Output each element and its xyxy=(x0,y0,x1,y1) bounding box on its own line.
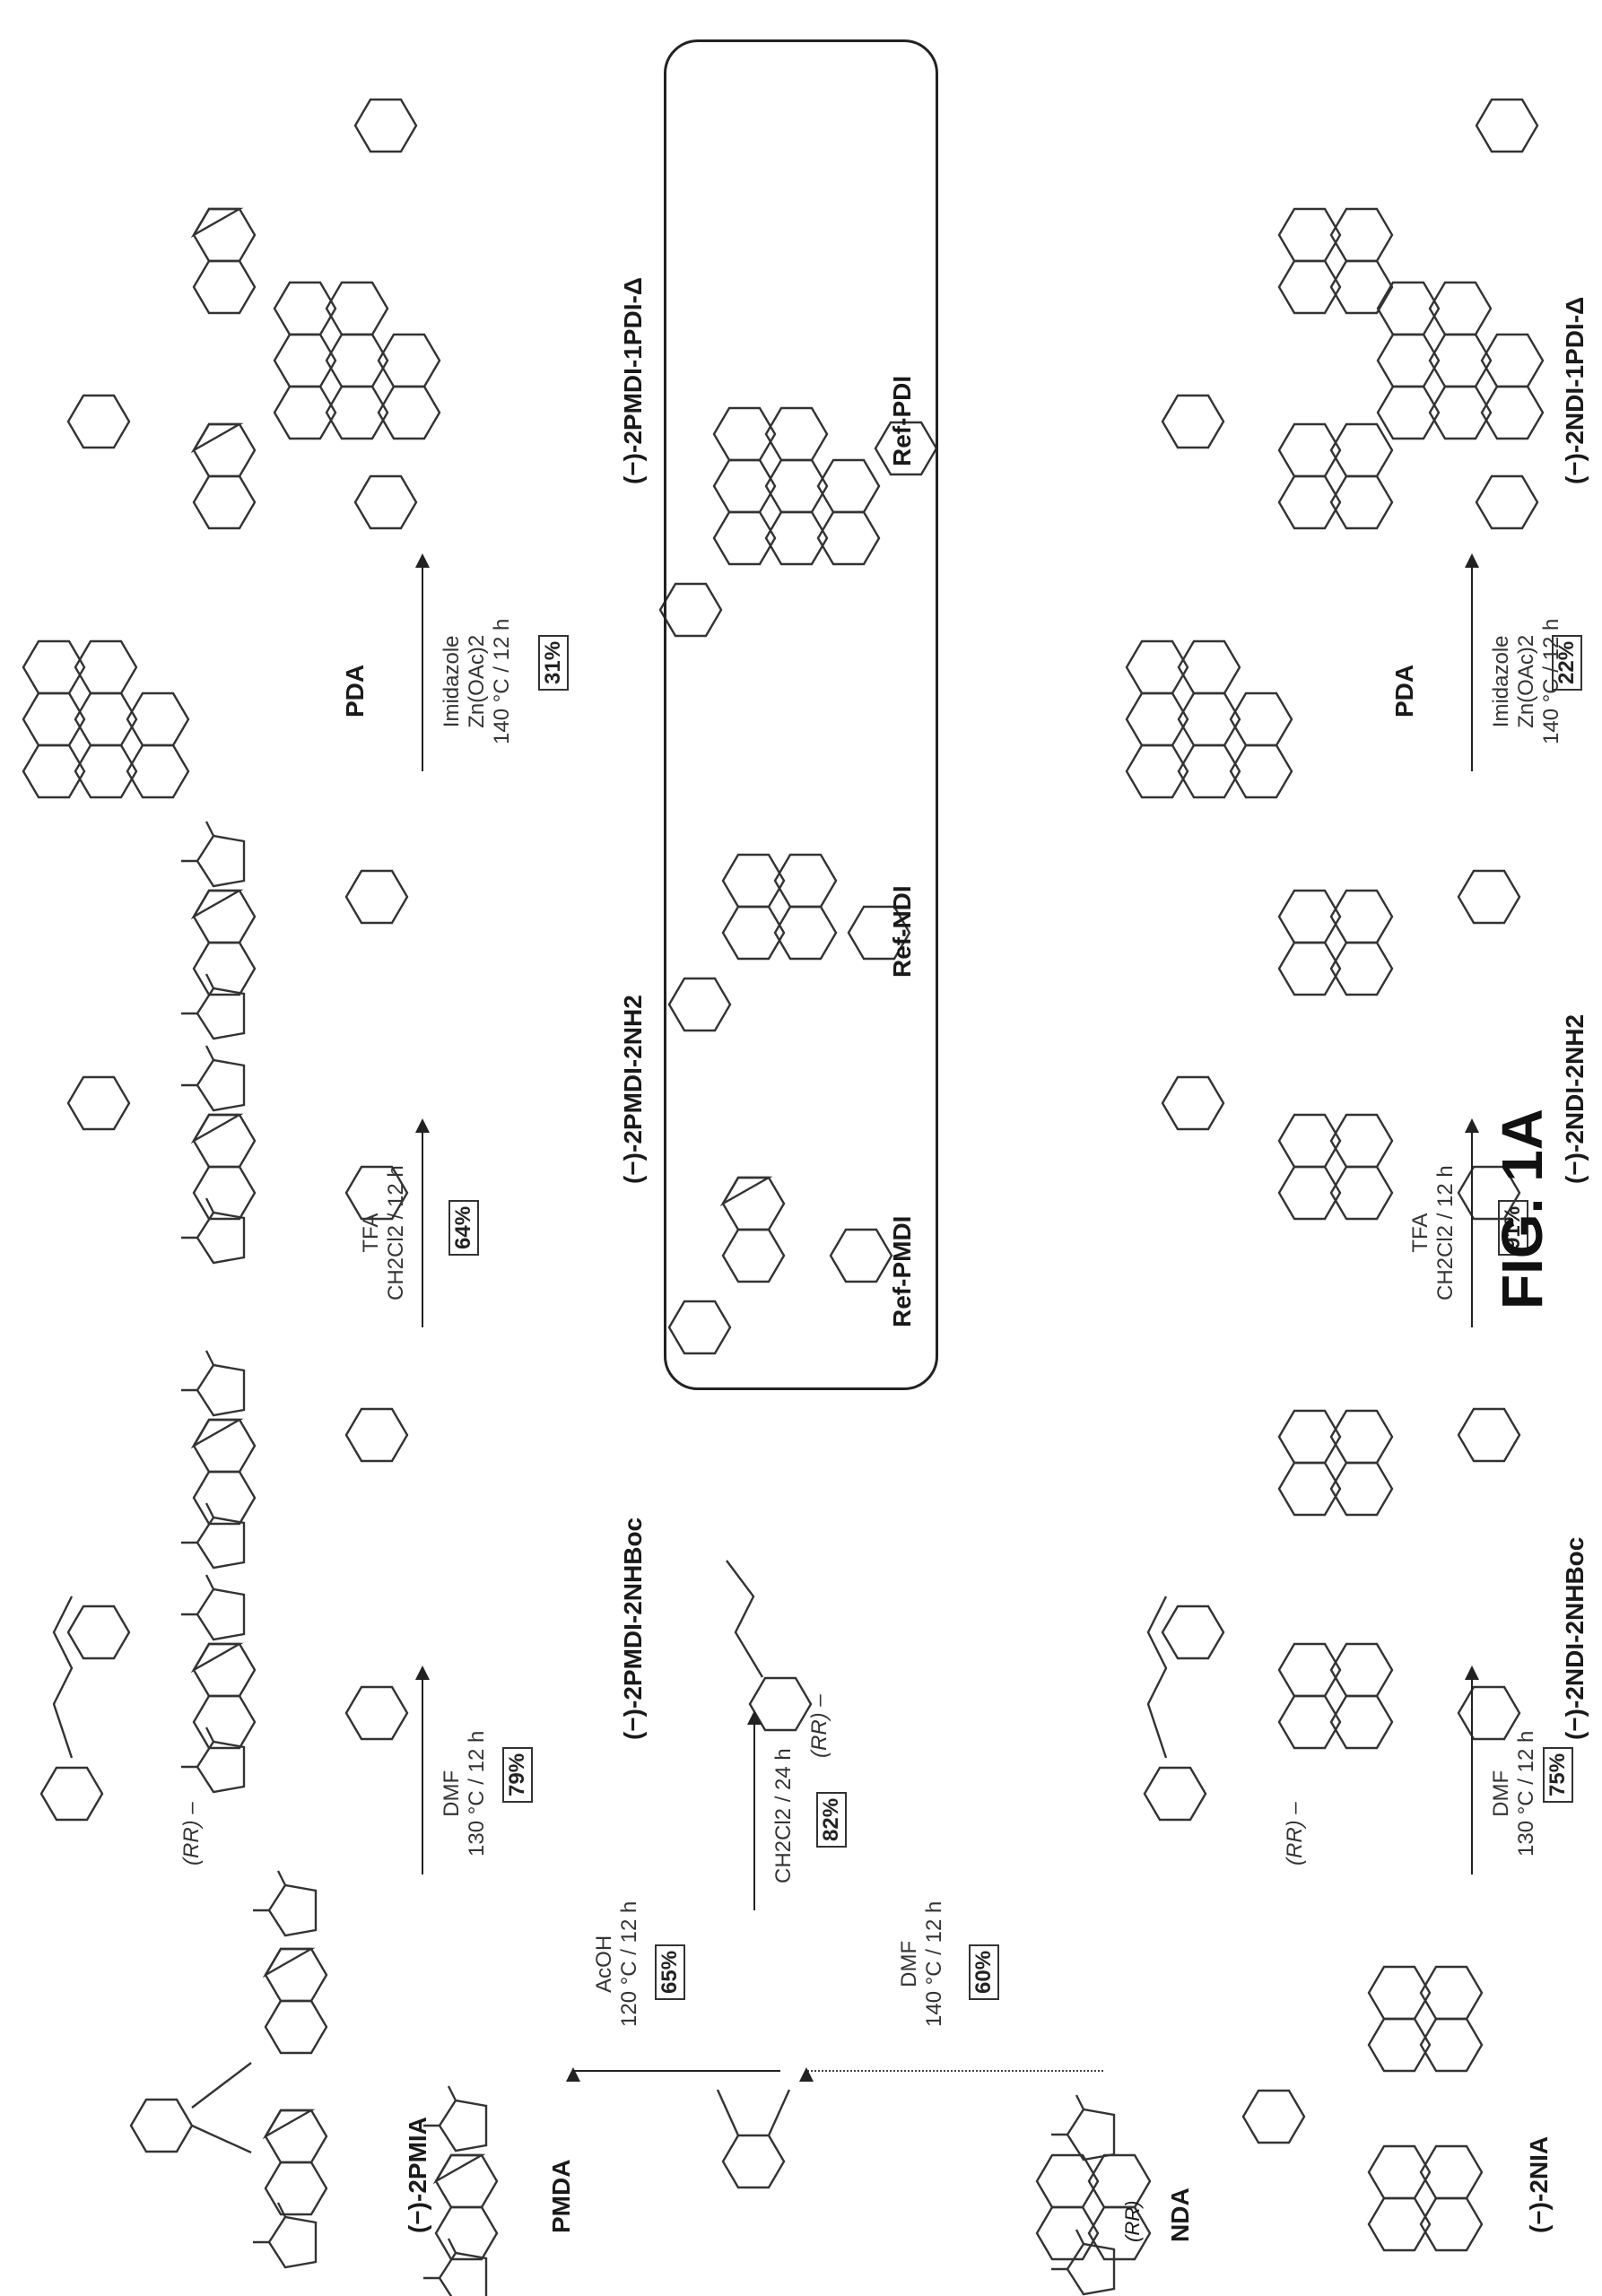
conditions-c7: DMF 130 °C / 12 h xyxy=(1489,1731,1539,1857)
label-2pmdi-boc: (−)-2PMDI-2NHBoc xyxy=(619,1517,647,1740)
yield-y1: 65% xyxy=(655,1944,685,2000)
c3-temp: 140 °C / 12 h xyxy=(922,1900,946,2027)
c1-temp: 120 °C / 12 h xyxy=(617,1900,641,2027)
arrow-to-2pmdi-nh2 xyxy=(422,1121,423,1327)
yield-y7: 75% xyxy=(1543,1746,1573,1803)
c4-temp: 130 °C / 12 h xyxy=(465,1730,489,1857)
figure-title: FIG. 1A xyxy=(1490,1108,1554,1309)
label-ref-ndi: Ref-NDI xyxy=(888,885,916,978)
arrow-to-2ndi-boc xyxy=(1471,1668,1473,1874)
label-pda-top: PDA xyxy=(341,664,369,718)
yield-y5: 64% xyxy=(448,1199,479,1256)
c1-reagent: AcOH xyxy=(592,1935,616,1993)
arrow-to-2ndi-pdi xyxy=(1471,556,1473,771)
label-2ndi-boc: (−)-2NDI-2NHBoc xyxy=(1561,1536,1589,1740)
c7-reagent: DMF xyxy=(1489,1770,1513,1817)
c2-solvent: CH2Cl2 / 24 h xyxy=(771,1748,796,1883)
label-2nia: (−)-2NIA xyxy=(1525,2135,1553,2233)
label-2pmdi-pdi: (−)-2PMDI-1PDI-Δ xyxy=(619,277,647,484)
conditions-c1: AcOH 120 °C / 12 h xyxy=(592,1901,642,2027)
label-2ndi-nh2: (−)-2NDI-2NH2 xyxy=(1561,1013,1589,1184)
arrow-to-2pmdi-pdi xyxy=(422,556,423,771)
arrow-to-2pmdi-boc xyxy=(422,1668,423,1874)
label-pmda: PMDA xyxy=(547,2159,575,2233)
c6-reagent: Imidazole xyxy=(440,635,464,728)
c4-reagent: DMF xyxy=(440,1770,464,1817)
conditions-c8: TFA CH2Cl2 / 12 h xyxy=(1408,1165,1458,1300)
conditions-c5: TFA CH2Cl2 / 12 h xyxy=(359,1165,409,1300)
reference-compounds-frame xyxy=(664,39,938,1390)
c6-catalyst: Zn(OAc)2 xyxy=(465,634,489,728)
yield-y6: 31% xyxy=(538,634,569,691)
conditions-c4: DMF 130 °C / 12 h xyxy=(440,1731,490,1857)
conditions-c2: CH2Cl2 / 24 h xyxy=(771,1748,797,1883)
yield-y2: 82% xyxy=(816,1791,847,1848)
label-rr-mid: (RR) – xyxy=(807,1694,831,1758)
yield-y3: 60% xyxy=(969,1944,999,2000)
label-pda-bottom: PDA xyxy=(1390,664,1418,718)
conditions-c6: Imidazole Zn(OAc)2 140 °C / 12 h xyxy=(440,619,515,744)
conditions-c3: DMF 140 °C / 12 h xyxy=(897,1901,947,2027)
label-2ndi-pdi: (−)-2NDI-1PDI-Δ xyxy=(1561,296,1589,484)
arrow-to-boc-diamine xyxy=(753,1713,755,1910)
c3-reagent: DMF xyxy=(897,1940,921,1987)
c8-reagent: TFA xyxy=(1408,1213,1432,1253)
arrow-to-2ndi-nh2 xyxy=(1471,1121,1473,1327)
c7-temp: 130 °C / 12 h xyxy=(1514,1730,1538,1857)
yield-y4: 79% xyxy=(502,1746,533,1803)
c5-solvent: CH2Cl2 / 12 h xyxy=(384,1165,408,1300)
label-ref-pmdi: Ref-PMDI xyxy=(888,1215,916,1327)
arrow-to-2pmia xyxy=(574,2070,780,2072)
c9-reagent: Imidazole xyxy=(1489,635,1513,728)
label-nda: NDA xyxy=(1166,2187,1194,2242)
label-rr-bottom: (RR) – xyxy=(1283,1802,1307,1866)
label-rr-diamine: (RR) xyxy=(1121,2200,1144,2242)
arrow-to-2nia xyxy=(807,2070,1103,2072)
c8-solvent: CH2Cl2 / 12 h xyxy=(1433,1165,1458,1300)
label-ref-pdi: Ref-PDI xyxy=(888,375,916,466)
c9-catalyst: Zn(OAc)2 xyxy=(1514,634,1538,728)
yield-y9: 22% xyxy=(1552,634,1582,691)
label-rr-top: (RR) – xyxy=(179,1802,204,1866)
label-2pmdi-nh2: (−)-2PMDI-2NH2 xyxy=(619,995,647,1184)
label-2pmia: (−)-2PMIA xyxy=(404,2117,431,2233)
c5-reagent: TFA xyxy=(359,1213,383,1253)
c6-temp: 140 °C / 12 h xyxy=(490,618,514,744)
